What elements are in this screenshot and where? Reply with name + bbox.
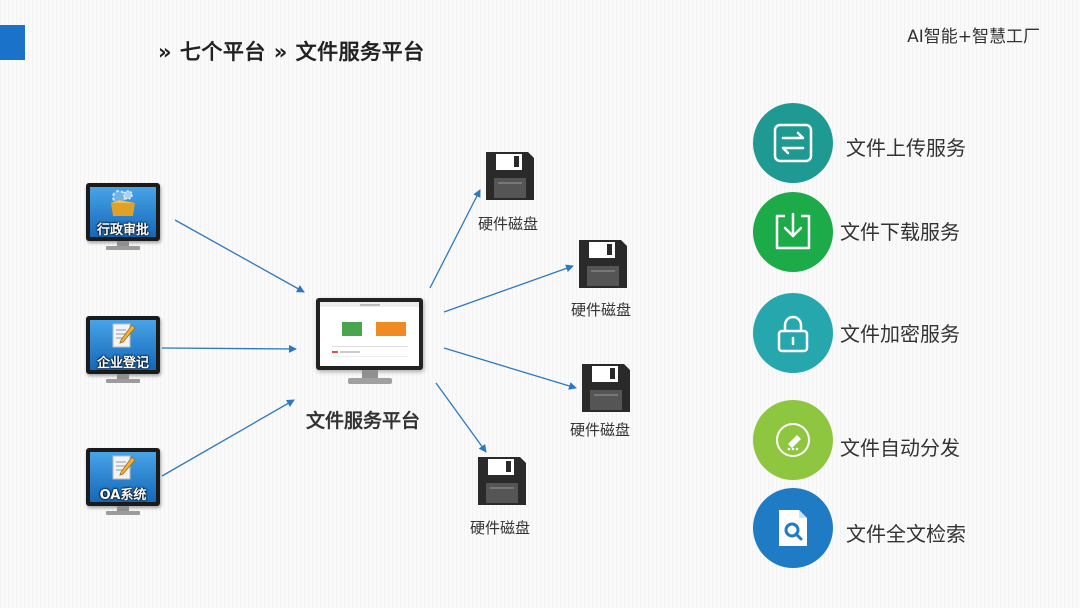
eraser-icon	[776, 423, 810, 457]
monitor-neck	[117, 241, 129, 246]
arrow-center-to-disk1	[429, 189, 481, 289]
download-icon	[775, 212, 811, 250]
floppy-disk-icon	[579, 240, 627, 288]
document-pen-icon	[112, 455, 136, 480]
source-label: OA系统	[99, 488, 147, 503]
monitor-base	[106, 246, 140, 250]
monitor-base	[106, 511, 140, 515]
platform-screen-mockup	[320, 302, 419, 357]
service-label: 文件上传服务	[846, 136, 966, 160]
brand-label: AI智能+智慧工厂	[907, 27, 1040, 47]
monitor-neck	[117, 506, 129, 511]
service-label: 文件下载服务	[840, 220, 960, 244]
disk-label: 硬件磁盘	[478, 215, 539, 233]
service-upload	[753, 103, 833, 183]
service-label: 文件加密服务	[840, 322, 960, 346]
floppy-disk-icon	[478, 457, 526, 505]
center-platform-monitor	[316, 298, 423, 390]
accent-tab	[0, 25, 25, 60]
monitor-neck	[362, 370, 378, 378]
arrow-center-to-disk3	[443, 347, 577, 390]
arrow-approval-to-center	[174, 219, 305, 293]
service-label: 文件自动分发	[840, 436, 960, 460]
arrow-center-to-disk4	[435, 382, 487, 453]
center-platform-label: 文件服务平台	[306, 410, 421, 432]
source-label: 企业登记	[96, 356, 149, 371]
arrow-center-to-disk2	[443, 264, 574, 313]
service-search	[753, 488, 833, 568]
source-label: 行政审批	[96, 223, 149, 238]
floppy-disk-icon	[486, 152, 534, 200]
floppy-disk-icon	[582, 364, 630, 412]
monitor-neck	[117, 374, 129, 379]
service-download	[753, 192, 833, 272]
page-title: » 七个平台 » 文件服务平台	[158, 40, 425, 64]
arrow-oa-to-center	[161, 399, 295, 477]
monitor-base	[106, 379, 140, 383]
service-label: 文件全文检索	[846, 522, 966, 546]
disk-label: 硬件磁盘	[571, 301, 632, 319]
gear-folder-icon	[111, 190, 135, 216]
document-pen-icon	[112, 323, 136, 348]
service-encrypt	[753, 293, 833, 373]
document-search-icon	[779, 510, 807, 546]
disk-label: 硬件磁盘	[570, 421, 631, 439]
upload-transfer-icon	[773, 123, 813, 163]
monitor-base	[348, 378, 392, 384]
lock-icon	[777, 315, 809, 353]
service-distribute	[753, 400, 833, 480]
arrow-registration-to-center	[161, 344, 297, 353]
disk-label: 硬件磁盘	[470, 519, 531, 537]
platform-screen	[320, 302, 419, 366]
